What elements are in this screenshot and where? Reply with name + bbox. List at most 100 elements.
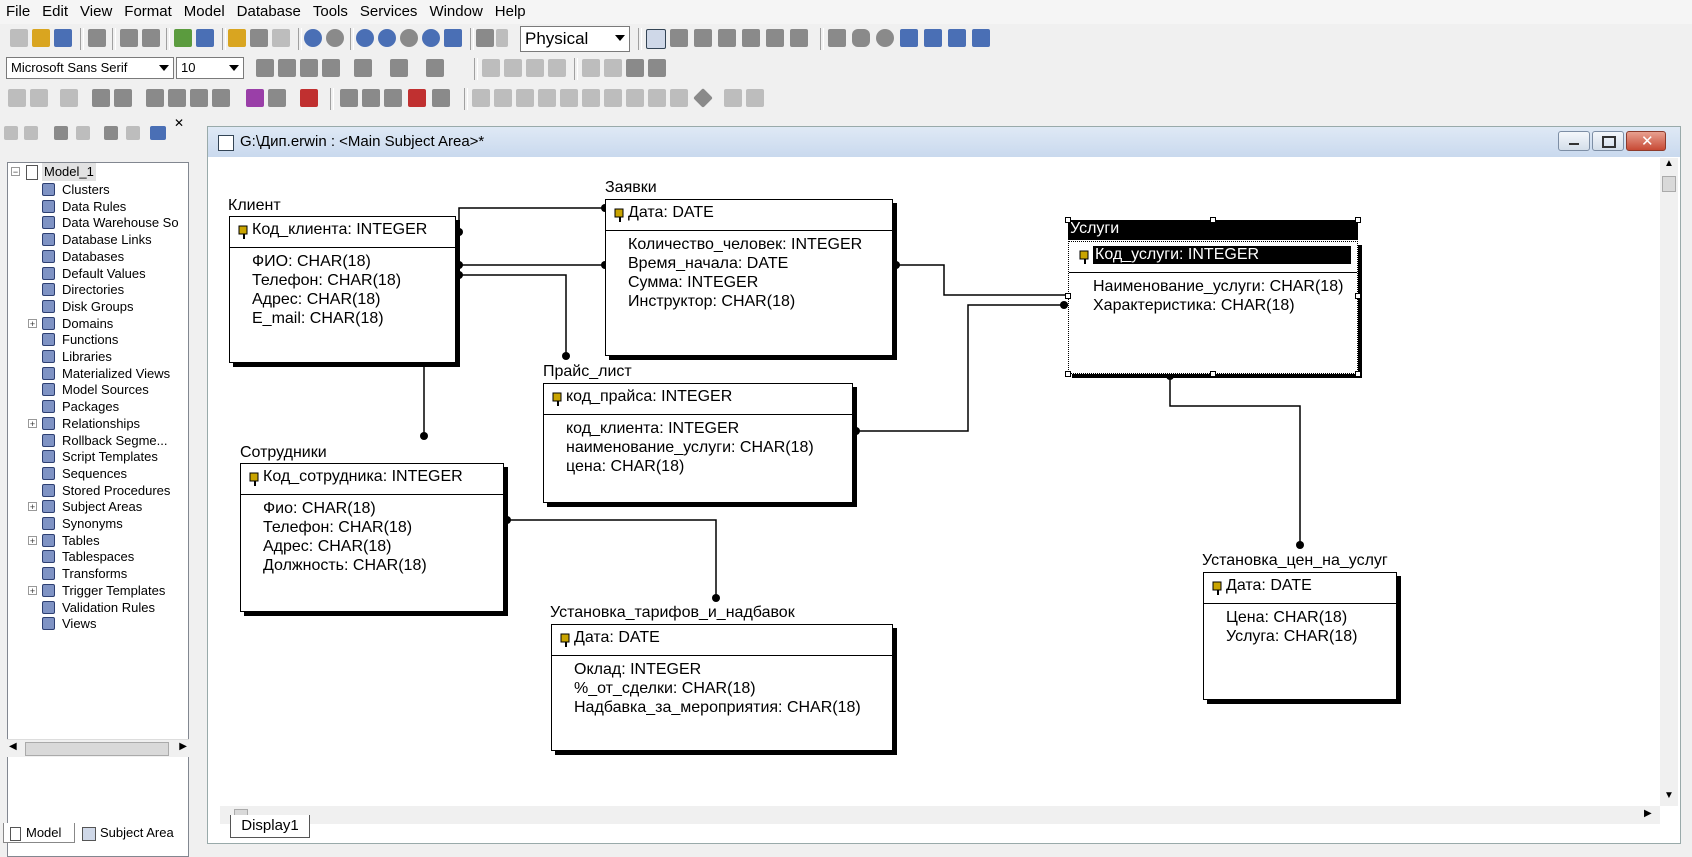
identifying-rel-icon[interactable] xyxy=(742,29,760,47)
zoom-icon[interactable] xyxy=(400,29,418,47)
pk-attribute[interactable]: Код_сотрудника: INTEGER xyxy=(263,468,463,485)
undo-icon[interactable] xyxy=(304,29,322,47)
lock-icon[interactable] xyxy=(60,89,78,107)
ellipse-icon[interactable] xyxy=(876,29,894,47)
tool-icon[interactable] xyxy=(8,89,26,107)
tool-icon[interactable] xyxy=(146,89,164,107)
selection-handle[interactable] xyxy=(1210,371,1216,377)
font-name-select[interactable]: Microsoft Sans Serif xyxy=(6,57,174,79)
tool-icon[interactable] xyxy=(648,89,666,107)
delete-icon[interactable] xyxy=(76,126,90,140)
rectangle-icon[interactable] xyxy=(828,29,846,47)
attribute[interactable]: код_клиента: INTEGER xyxy=(566,420,740,437)
non-identifying-rel-icon[interactable] xyxy=(790,29,808,47)
attribute[interactable]: Должность: CHAR(18) xyxy=(263,557,427,574)
tree-horizontal-scrollbar[interactable]: ◀ ▶ xyxy=(7,739,189,757)
tool-icon[interactable] xyxy=(724,89,742,107)
entity-orders[interactable]: Дата: DATE Количество_человек: INTEGER В… xyxy=(605,199,893,356)
selection-handle[interactable] xyxy=(1065,293,1071,299)
expand-icon[interactable]: + xyxy=(28,585,37,596)
properties-icon[interactable] xyxy=(272,29,290,47)
attribute[interactable]: Адрес: CHAR(18) xyxy=(263,538,392,555)
entity-client[interactable]: Код_клиента: INTEGER ФИО: CHAR(18) Телеф… xyxy=(229,216,456,363)
font-size-select[interactable]: 10 xyxy=(176,57,244,79)
selection-handle[interactable] xyxy=(1210,217,1216,223)
attribute[interactable]: Телефон: CHAR(18) xyxy=(263,519,413,536)
menu-help[interactable]: Help xyxy=(494,3,526,20)
space-horizontal-icon[interactable] xyxy=(582,59,600,77)
tab-model[interactable]: Model xyxy=(3,823,75,843)
line-color-icon[interactable] xyxy=(390,59,408,77)
expand-icon[interactable]: + xyxy=(28,418,37,429)
close-icon[interactable]: ✕ xyxy=(174,116,185,130)
attribute[interactable]: Надбавка_за_мероприятия: CHAR(18) xyxy=(574,699,861,716)
scroll-thumb[interactable] xyxy=(25,742,169,756)
attribute[interactable]: Время_начала: DATE xyxy=(628,255,789,272)
bring-front-icon[interactable] xyxy=(626,59,644,77)
tab-subject-area[interactable]: Subject Area xyxy=(78,823,184,843)
attribute[interactable]: Фио: CHAR(18) xyxy=(263,500,376,517)
attribute[interactable]: %_от_сделки: CHAR(18) xyxy=(574,680,756,697)
text-icon[interactable] xyxy=(972,29,990,47)
font-color-icon[interactable] xyxy=(426,59,444,77)
tool-icon[interactable] xyxy=(300,89,318,107)
filter-icon[interactable] xyxy=(126,126,140,140)
rounded-rectangle-icon[interactable] xyxy=(852,29,870,47)
tag-icon[interactable] xyxy=(150,126,166,140)
italic-icon[interactable] xyxy=(278,59,296,77)
minimize-button[interactable] xyxy=(1558,131,1590,151)
tool-icon[interactable] xyxy=(538,89,556,107)
save-icon[interactable] xyxy=(54,29,72,47)
entity-tariffs[interactable]: Дата: DATE Оклад: INTEGER %_от_сделки: C… xyxy=(551,624,893,751)
import-icon[interactable] xyxy=(174,29,192,47)
attribute[interactable]: наименование_услуги: CHAR(18) xyxy=(566,439,814,456)
selection-handle[interactable] xyxy=(1065,217,1071,223)
close-button[interactable]: ✕ xyxy=(1626,131,1666,151)
tag-icon[interactable] xyxy=(948,29,966,47)
tool-icon[interactable] xyxy=(212,89,230,107)
tool-icon[interactable] xyxy=(190,89,208,107)
expand-icon[interactable]: + xyxy=(28,502,37,513)
tool-icon[interactable] xyxy=(432,89,450,107)
pointer-tool-icon[interactable] xyxy=(646,29,666,49)
tool-icon[interactable] xyxy=(246,89,264,107)
dropdown-icon[interactable] xyxy=(496,29,508,47)
new-icon[interactable] xyxy=(10,29,28,47)
scroll-thumb[interactable] xyxy=(1662,176,1676,192)
tool-icon[interactable] xyxy=(268,89,286,107)
tab-display1[interactable]: Display1 xyxy=(230,815,310,838)
menu-format[interactable]: Format xyxy=(124,3,172,20)
pk-attribute[interactable]: Код_услуги: INTEGER xyxy=(1093,246,1351,264)
send-back-icon[interactable] xyxy=(648,59,666,77)
layout-icon[interactable] xyxy=(476,29,494,47)
tool-icon[interactable] xyxy=(670,89,688,107)
bold-icon[interactable] xyxy=(256,59,274,77)
tool-icon[interactable] xyxy=(626,89,644,107)
fill-color-icon[interactable] xyxy=(354,59,372,77)
stop-icon[interactable] xyxy=(326,29,344,47)
tool-icon[interactable] xyxy=(604,89,622,107)
entity-prices-set[interactable]: Дата: DATE Цена: CHAR(18) Услуга: CHAR(1… xyxy=(1203,572,1397,700)
tool-icon[interactable] xyxy=(408,89,426,107)
find-next-icon[interactable] xyxy=(142,29,160,47)
reverse-engineer-icon[interactable] xyxy=(362,89,380,107)
find-icon[interactable] xyxy=(120,29,138,47)
pk-attribute[interactable]: Дата: DATE xyxy=(574,629,660,646)
line-icon[interactable] xyxy=(900,29,918,47)
diagram-window-titlebar[interactable]: G:\Дип.erwin : <Main Subject Area>* ✕ xyxy=(208,127,1680,157)
attribute[interactable]: Сумма: INTEGER xyxy=(628,274,759,291)
scroll-down-icon[interactable]: ▼ xyxy=(1664,790,1674,801)
space-vertical-icon[interactable] xyxy=(604,59,622,77)
menu-database[interactable]: Database xyxy=(236,3,301,20)
pk-attribute[interactable]: Код_клиента: INTEGER xyxy=(252,221,428,238)
many-to-many-icon[interactable] xyxy=(766,29,784,47)
entity-services[interactable]: Код_услуги: INTEGER Наименование_услуги:… xyxy=(1068,241,1358,374)
tool-icon[interactable] xyxy=(92,89,110,107)
zoom-out-icon[interactable] xyxy=(356,29,374,47)
find-icon[interactable] xyxy=(104,126,118,140)
tool-icon[interactable] xyxy=(560,89,578,107)
diagram-canvas[interactable]: Клиент Код_клиента: INTEGER ФИО: CHAR(18… xyxy=(220,158,1660,806)
attribute[interactable]: цена: CHAR(18) xyxy=(566,458,685,475)
pk-attribute[interactable]: код_прайса: INTEGER xyxy=(566,388,733,405)
tool-icon[interactable] xyxy=(582,89,600,107)
